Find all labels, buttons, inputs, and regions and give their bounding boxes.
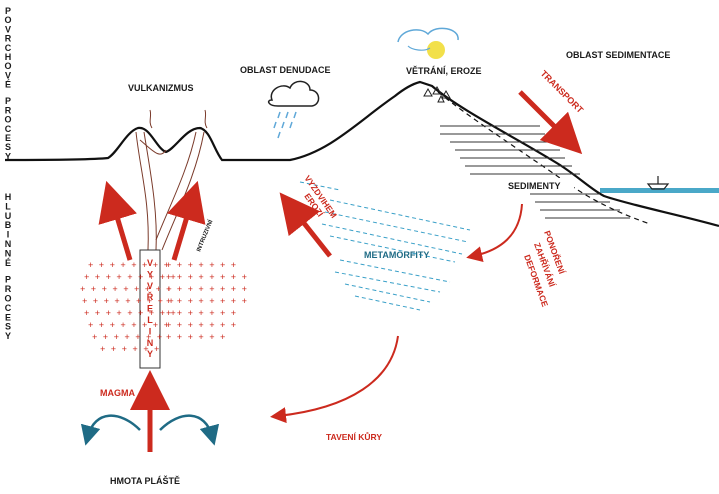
svg-text:+ + + + + + + + +: + + + + + + + + + xyxy=(80,285,172,295)
sediment-boundary xyxy=(437,91,651,225)
crust-melting-label: TAVENÍ KŮRY xyxy=(326,431,382,442)
svg-text:+ + + + + + +: + + + + + + + xyxy=(166,309,236,319)
metamorphic-hatching xyxy=(299,181,471,311)
svg-text:+ + + + + + + +: + + + + + + + + xyxy=(88,261,169,271)
debris-icon xyxy=(423,85,451,103)
ground-profile xyxy=(4,80,719,228)
igneous-column xyxy=(139,249,161,369)
crust-melting-arrow xyxy=(270,335,399,424)
svg-text:+ + + + + + +: + + + + + + + xyxy=(92,333,162,343)
denudation-area-label: OBLAST DENUDACE xyxy=(240,65,331,75)
mantle-mass-label: HMOTA PLÁŠTĚ xyxy=(110,475,180,486)
magma-label: MAGMA xyxy=(100,388,135,398)
mantle-arrow-left xyxy=(80,414,141,446)
svg-text:+ + + + + +: + + + + + + xyxy=(100,345,159,355)
blue-mantle-arrows xyxy=(80,414,220,446)
volcanism-label: VULKANIZMUS xyxy=(128,83,194,93)
svg-text:+ + + + + + + +: + + + + + + + + xyxy=(166,273,247,283)
intrusion-arrow-left xyxy=(98,180,137,261)
mantle-arrow-right xyxy=(159,414,220,446)
sediments-label: SEDIMENTY xyxy=(508,181,561,191)
intrusion-plus-field-right: + + + + + + + + + + + + + + + + + + + + … xyxy=(166,261,247,343)
svg-text:+ + + + + +: + + + + + + xyxy=(166,333,225,343)
intrusion-arrow-right xyxy=(167,180,206,261)
red-arrows xyxy=(98,90,583,452)
intrusion-label: INTRUZIVNÍ xyxy=(194,218,214,253)
transport-arrow xyxy=(518,90,583,155)
svg-text:+ + + + + + + +: + + + + + + + + xyxy=(166,285,247,295)
sediment-layers xyxy=(440,125,630,219)
svg-text:+ + + + + + + +: + + + + + + + + xyxy=(166,297,247,307)
transport-label: TRANSPORT xyxy=(539,68,586,115)
sea-surface xyxy=(600,188,719,193)
sedimentation-area-label: OBLAST SEDIMENTACE xyxy=(566,50,670,60)
intrusion-plus-field-left: + + + + + + + + + + + + + + + + + + + + … xyxy=(80,261,176,355)
cloud-icon xyxy=(267,80,320,139)
weathering-erosion-label: VĚTRÁNÍ, EROZE xyxy=(406,65,482,76)
sun-icon xyxy=(397,27,459,59)
svg-text:+ + + + + + + + +: + + + + + + + + + xyxy=(84,273,176,283)
metamorphites-label: METAMORFITY xyxy=(364,250,429,260)
boat-icon xyxy=(646,176,670,190)
uplift-arrow xyxy=(279,192,332,258)
svg-text:+ + + + + + + + +: + + + + + + + + + xyxy=(82,297,174,307)
svg-text:+ + + + + + +: + + + + + + + xyxy=(166,261,236,271)
svg-text:+ + + + + + + + +: + + + + + + + + + xyxy=(84,309,176,319)
svg-text:+ + + + + + + +: + + + + + + + + xyxy=(88,321,169,331)
sediments-label-bg xyxy=(502,178,574,192)
burial-arrow xyxy=(466,203,523,262)
svg-text:+ + + + + + +: + + + + + + + xyxy=(166,321,236,331)
